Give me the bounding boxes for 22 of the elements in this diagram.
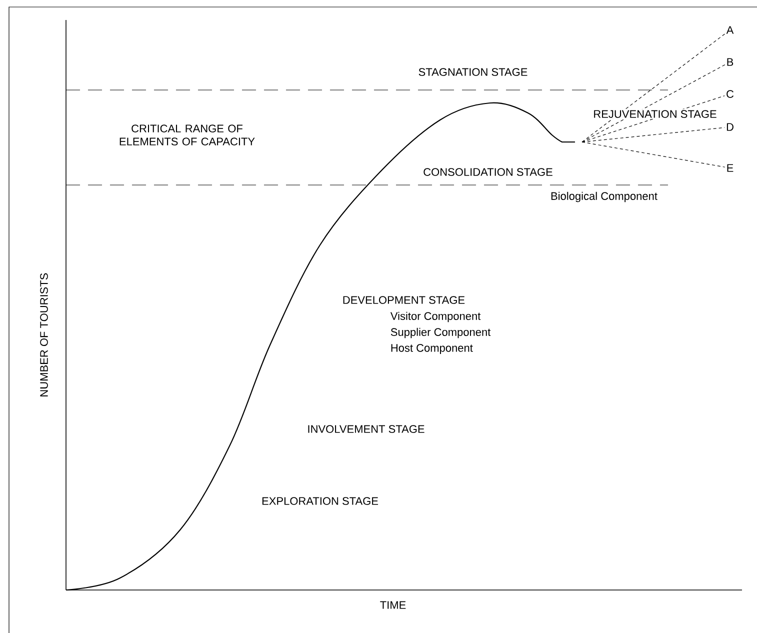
dashed-line [582, 34, 726, 142]
component-label: Biological Component [551, 192, 658, 202]
component-label: Supplier Component [390, 328, 491, 338]
dashed-line [582, 64, 726, 142]
trajectory-letter: E [727, 164, 734, 172]
stage-label: EXPLORATION STAGE [262, 497, 378, 505]
component-label: Host Component [391, 344, 473, 354]
axis-title: TIME [380, 601, 406, 609]
dashed-line [582, 142, 726, 168]
component-label: Visitor Component [390, 312, 481, 322]
trajectory-letter: B [727, 58, 734, 66]
stage-label: DEVELOPMENT STAGE [343, 296, 465, 304]
stage-label: STAGNATION STAGE [418, 68, 528, 76]
dashed-line [582, 127, 725, 142]
range-label: CRITICAL RANGE OF ELEMENTS OF CAPACITY [120, 124, 255, 146]
stage-label: CONSOLIDATION STAGE [424, 168, 552, 176]
stage-label: INVOLVEMENT STAGE [308, 425, 424, 433]
trajectory-letter: C [726, 90, 734, 98]
axis-title: NUMBER OF TOURISTS [40, 273, 48, 396]
trajectory-letter: D [726, 123, 734, 131]
trajectory-letter: A [726, 26, 734, 34]
stage-label: REJUVENATION STAGE [592, 109, 718, 119]
